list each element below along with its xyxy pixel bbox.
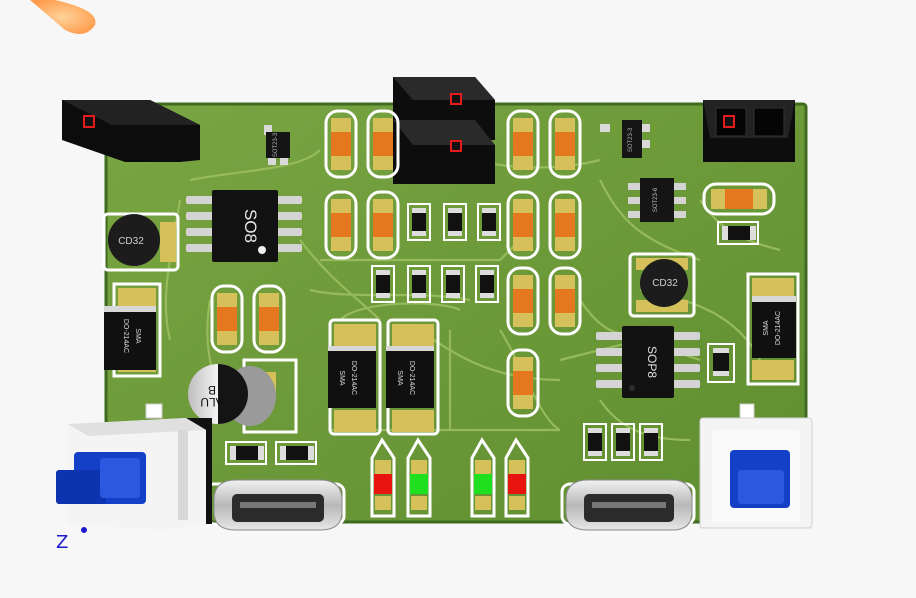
so8-chip: SO8 (186, 190, 302, 262)
sot23-right-label: SOT23-3 (628, 127, 634, 152)
diode-left-pkg: DO-214AC (122, 319, 129, 353)
sot23-6-label: SOT23-6 (653, 187, 659, 212)
diode-right-pkg: DO-214AC (775, 311, 782, 345)
sot23-6-chip: SOT23-6 (628, 178, 686, 222)
diode-right: SMA DO-214AC (746, 272, 800, 386)
led-group (370, 437, 530, 518)
inductor-cd32-left: CD32 (102, 212, 180, 272)
cap-label-b: B (208, 383, 216, 397)
switch-left (56, 403, 212, 530)
sot23-left: SOT23-3 (264, 125, 290, 165)
sop8-chip: SOP8 (596, 326, 700, 398)
diode-mid-1: SMA DO-214AC (328, 318, 382, 436)
electrolytic-capacitor: ALU B (188, 358, 298, 434)
origin-marker (30, 0, 96, 34)
header-top-2 (393, 120, 495, 184)
diode-mid-2-pkg: DO-214AC (408, 361, 415, 395)
sot23-left-label: SOT23-3 (273, 132, 279, 157)
header-right (703, 100, 795, 162)
led-red-1 (370, 437, 396, 518)
micro-usb-left (204, 479, 346, 531)
switch-right (699, 403, 813, 529)
diode-left: SMA DO-214AC (104, 282, 162, 378)
axis-origin-dot (81, 527, 87, 533)
sop8-label: SOP8 (645, 346, 659, 378)
micro-usb-right (560, 479, 696, 531)
so8-label: SO8 (241, 209, 260, 243)
cd32-right-label: CD32 (652, 278, 678, 289)
sot23-right: SOT23-3 (600, 120, 650, 158)
led-green-1 (406, 437, 432, 518)
diode-mid-2-sma: SMA (396, 370, 403, 386)
inductor-cd32-right: CD32 (628, 252, 696, 318)
axis-z-label: Z (56, 532, 69, 553)
header-left (62, 100, 200, 162)
diode-mid-1-sma: SMA (338, 370, 345, 386)
led-red-2 (504, 437, 530, 518)
diode-mid-1-pkg: DO-214AC (350, 361, 357, 395)
diode-left-sma: SMA (134, 328, 141, 344)
cap-label-alu: ALU (200, 395, 223, 409)
smd-capacitors (210, 109, 776, 418)
cd32-left-label: CD32 (118, 236, 144, 247)
diode-right-sma: SMA (763, 320, 770, 336)
led-green-2 (470, 437, 496, 518)
smd-resistors (225, 203, 759, 465)
diode-mid-2: SMA DO-214AC (386, 318, 440, 436)
